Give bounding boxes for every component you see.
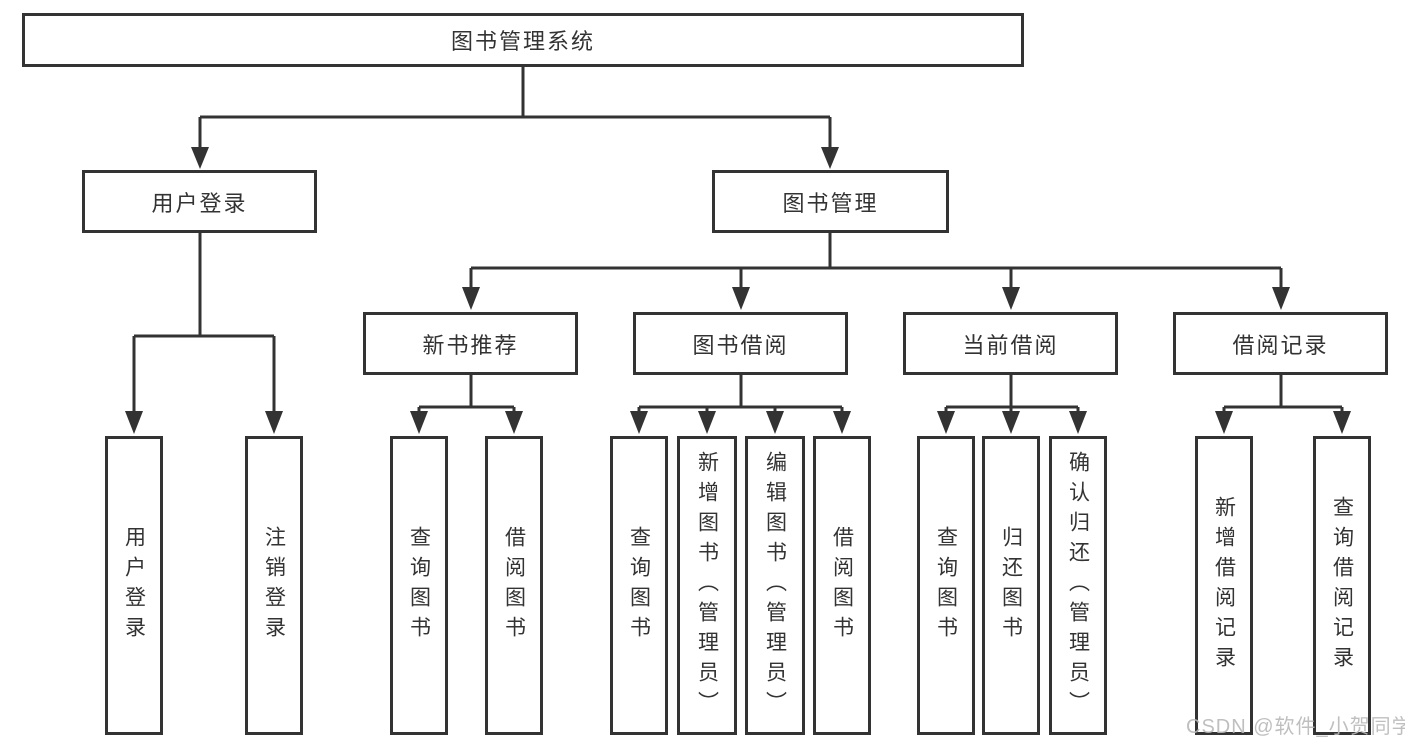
connector-line [637,375,844,414]
arrow-head [732,287,750,310]
arrow-head [505,411,523,434]
arrow-head [937,411,955,434]
leaf-borrow-edit-books-admin: 编辑图书（管理员） [745,436,805,735]
arrow-head [191,147,209,169]
node-label: 确认归还（管理员） [1066,450,1090,721]
edge-book-mgmt-children [462,233,1290,310]
connector-line [944,375,1080,414]
node-book-mgmt: 图书管理 [712,170,949,233]
leaf-current-query-books: 查询图书 [917,436,975,735]
arrow-head [1002,287,1020,310]
node-label: 查询借阅记录 [1330,495,1354,676]
node-label: 图书借阅 [692,332,789,358]
arrow-head [125,411,143,434]
node-label: 查询图书 [627,525,651,646]
connector-line [469,233,1283,290]
connector-line [198,67,832,150]
leaf-current-confirm-return-admin: 确认归还（管理员） [1049,436,1107,735]
arrow-head [1069,411,1087,434]
arrow-head [410,411,428,434]
leaf-borrow-query-books: 查询图书 [610,436,668,735]
node-label: 用户登录 [151,190,248,216]
leaf-newbook-query-books: 查询图书 [390,436,448,735]
leaf-borrow-add-books-admin: 新增图书（管理员） [677,436,737,735]
leaf-user-login: 用户登录 [105,436,163,735]
node-label: 新书推荐 [422,332,519,358]
arrow-head [265,411,283,434]
arrow-head [821,147,839,169]
edge-book-borrow-children [630,375,851,434]
edge-borrow-records-children [1215,375,1351,434]
leaf-records-query-record: 查询借阅记录 [1313,436,1371,735]
connector-line [132,233,276,414]
leaf-newbook-borrow-books: 借阅图书 [485,436,543,735]
arrow-head [833,411,851,434]
csdn-watermark: CSDN @软件_小贺同学 [1186,716,1405,738]
node-root: 图书管理系统 [22,13,1024,67]
connector-line [417,375,516,414]
edge-new-book-rec-children [410,375,523,434]
node-label: 借阅图书 [502,525,526,646]
leaf-current-return-books: 归还图书 [982,436,1040,735]
edge-root-to-level2 [191,67,839,169]
node-label: 图书管理 [782,190,879,216]
node-label: 借阅图书 [830,525,854,646]
arrow-head [462,287,480,310]
arrow-head [698,411,716,434]
node-label: 编辑图书（管理员） [763,450,787,721]
node-label: 用户登录 [122,525,146,646]
node-label: 新增图书（管理员） [695,450,719,721]
node-current-borrow: 当前借阅 [903,312,1118,375]
edge-user-login-children [125,233,283,434]
node-borrow-records: 借阅记录 [1173,312,1388,375]
arrow-head [630,411,648,434]
edge-current-borrow-children [937,375,1087,434]
node-label: 新增借阅记录 [1212,495,1236,676]
node-book-borrow: 图书借阅 [633,312,848,375]
arrow-head [1215,411,1233,434]
node-new-book-recommend: 新书推荐 [363,312,578,375]
node-label: 注销登录 [262,525,286,646]
connector-line [1222,375,1344,414]
arrow-head [1002,411,1020,434]
node-label: 借阅记录 [1232,332,1329,358]
node-user-login: 用户登录 [82,170,317,233]
leaf-records-add-record: 新增借阅记录 [1195,436,1253,735]
leaf-borrow-borrow-books: 借阅图书 [813,436,871,735]
arrow-head [1272,287,1290,310]
arrow-head [766,411,784,434]
node-label: 查询图书 [407,525,431,646]
node-label: 归还图书 [999,525,1023,646]
node-label: 图书管理系统 [450,29,595,54]
node-label: 当前借阅 [962,332,1059,358]
arrow-head [1333,411,1351,434]
leaf-logout: 注销登录 [245,436,303,735]
node-label: 查询图书 [934,525,958,646]
